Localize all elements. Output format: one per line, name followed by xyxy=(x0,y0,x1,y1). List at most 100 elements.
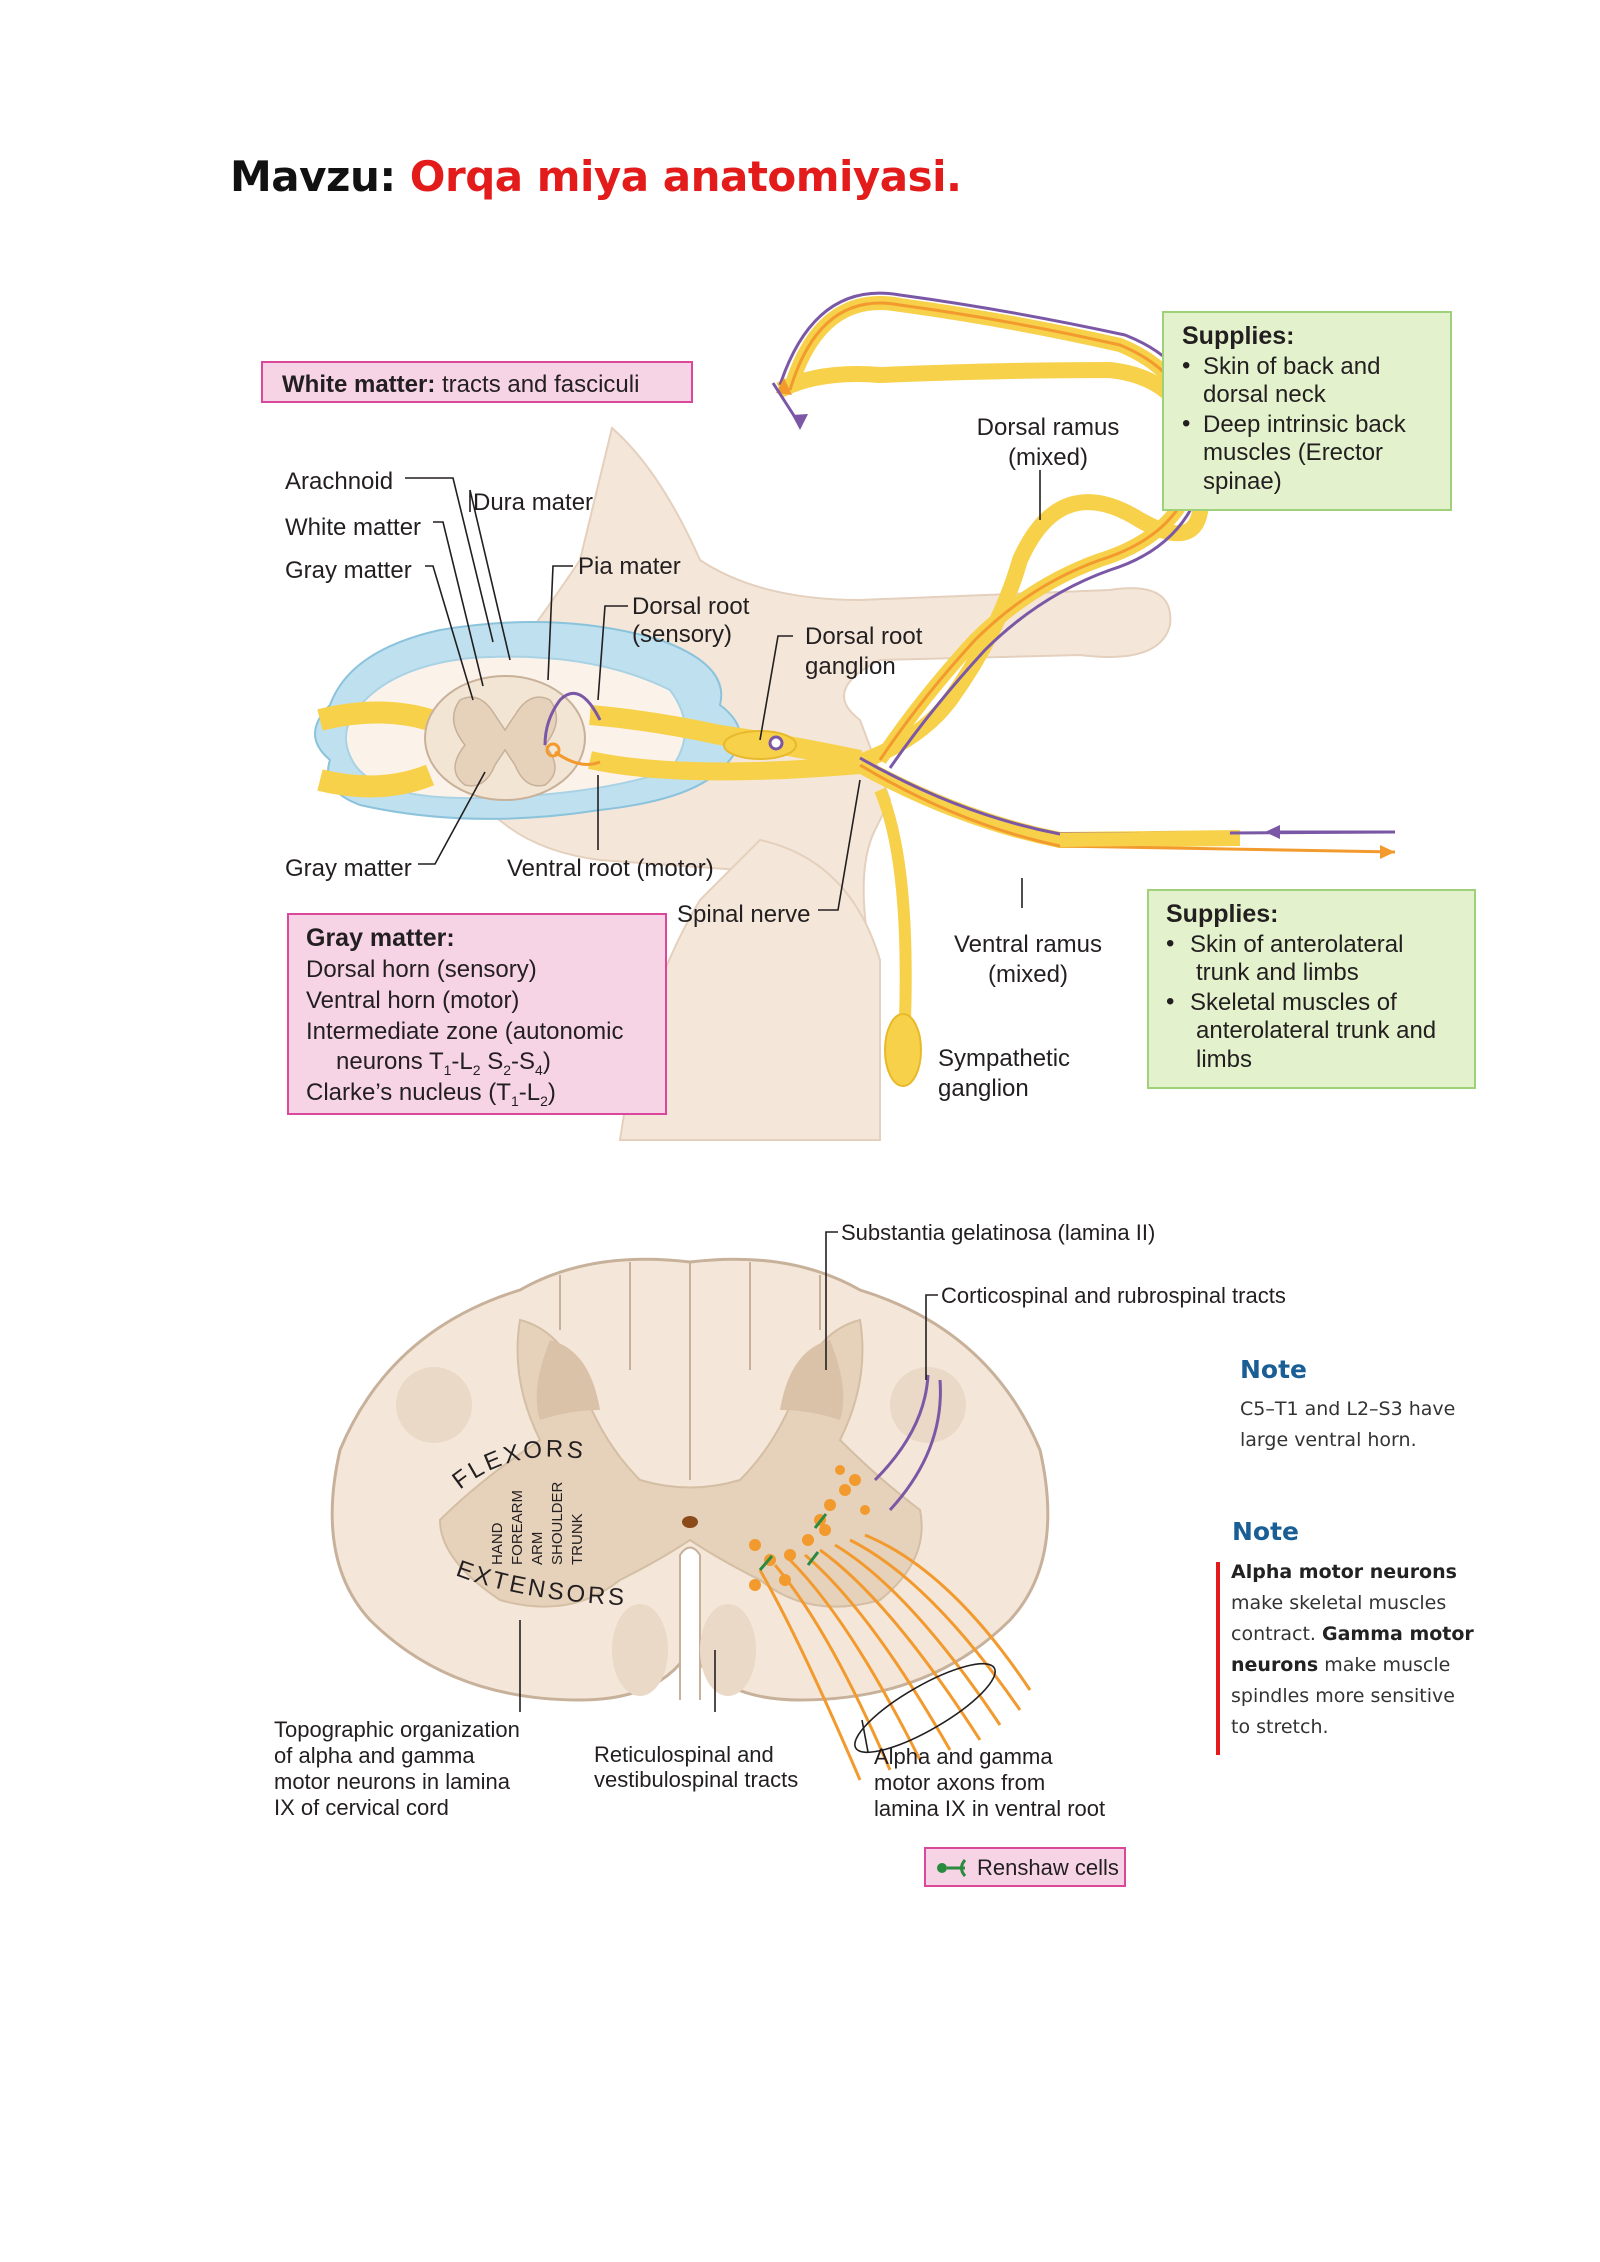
gm-l4-mid: -L xyxy=(451,1048,472,1075)
gm-l5-s2: 2 xyxy=(540,1093,548,1109)
note2-line-2: make skeletal muscles xyxy=(1231,1592,1446,1614)
note2-line-3: contract. Gamma motor xyxy=(1231,1623,1474,1645)
leader-drg xyxy=(759,635,793,741)
figure-lamina-ix: FLEXORS EXTENSORS HAND FOREARM ARM SHOUL… xyxy=(274,1220,1474,1887)
vertebra-shape xyxy=(458,426,1172,1141)
label-topographic-2: of alpha and gamma xyxy=(274,1743,475,1768)
axon-bundle-ellipse xyxy=(854,1662,996,1754)
label-reticulospinal-1: Reticulospinal and xyxy=(594,1742,774,1767)
figure-spinal-cord-cross-section: White matter: tracts and fasciculi Arach… xyxy=(261,291,1476,1141)
leader-gray-matter-bottom xyxy=(418,771,486,865)
white-matter-box-bold: White matter: xyxy=(282,371,435,398)
supplies-bottom-bullet-2: • xyxy=(1166,988,1174,1015)
label-dorsal-ramus-1: Dorsal ramus xyxy=(977,414,1120,441)
label-topographic-4: IX of cervical cord xyxy=(274,1795,449,1820)
gm-l5-mid: -L xyxy=(519,1079,540,1106)
label-white-matter: White matter xyxy=(285,514,421,541)
label-sympathetic-1: Sympathetic xyxy=(938,1045,1070,1072)
gray-matter-box-line-4: neurons T1-L2 S2-S4) xyxy=(336,1048,551,1078)
label-substantia: Substantia gelatinosa (lamina II) xyxy=(841,1220,1155,1245)
topo-shoulder: SHOULDER xyxy=(549,1481,566,1565)
gray-ramus xyxy=(874,787,912,1021)
gray-matter-box-line-1: Dorsal horn (sensory) xyxy=(306,956,537,983)
gm-l4-mid3: -S xyxy=(511,1048,535,1075)
label-dorsal-ramus-2: (mixed) xyxy=(1008,444,1088,471)
label-pia-mater: Pia mater xyxy=(578,553,681,580)
ganglion-cell xyxy=(768,735,784,751)
leader-arachnoid xyxy=(405,477,494,643)
arrow-purple-down-line xyxy=(771,382,802,426)
supplies-top-bullet-1: • xyxy=(1182,352,1190,379)
label-ventral-root: Ventral root (motor) xyxy=(507,855,714,882)
note1-line-1: C5–T1 and L2–S3 have xyxy=(1240,1398,1455,1420)
white-matter-box-text: White matter: tracts and fasciculi xyxy=(282,371,639,398)
leader-white-matter xyxy=(433,521,484,687)
label-dura-mater: Dura mater xyxy=(473,489,593,516)
dorsal-root xyxy=(589,705,863,770)
topo-arm: ARM xyxy=(529,1532,546,1565)
label-reticulospinal-2: vestibulospinal tracts xyxy=(594,1767,798,1792)
renshaw-legend-icon xyxy=(947,1859,967,1877)
label-topographic-1: Topographic organization xyxy=(274,1717,520,1742)
motor-path xyxy=(554,750,601,766)
gm-l4-s4: 4 xyxy=(535,1062,543,1078)
gray-matter-box-line-3: Intermediate zone (autonomic xyxy=(306,1018,624,1045)
ventral-root xyxy=(588,751,861,781)
corticospinal-fibers xyxy=(873,1374,942,1512)
lateral-tract-left xyxy=(396,1367,472,1443)
left-spinal-nerve-2 xyxy=(317,764,435,798)
leader-substantia xyxy=(825,1231,838,1370)
ventral-fissure xyxy=(679,1546,701,1700)
leader-alpha-gamma xyxy=(861,1719,869,1753)
ventral-ramus xyxy=(856,757,1241,849)
dorsal-column-lines xyxy=(559,1262,821,1480)
gm-l5-post: ) xyxy=(548,1079,556,1106)
label-drg-2: ganglion xyxy=(805,653,896,680)
gm-l4-mid2: S xyxy=(481,1048,504,1075)
arrow-orange-up xyxy=(776,378,792,395)
ventral-tract-left xyxy=(612,1604,668,1696)
label-ventral-ramus-2: (mixed) xyxy=(988,961,1068,988)
gm-l4-s3: 2 xyxy=(503,1062,511,1078)
sympathetic-ganglion xyxy=(884,1013,922,1087)
leader-corticospinal xyxy=(925,1294,938,1380)
white-matter-box-rest: tracts and fasciculi xyxy=(442,371,639,398)
leader-spinal-nerve xyxy=(818,779,861,911)
label-sympathetic-2: ganglion xyxy=(938,1075,1029,1102)
renshaw-cells xyxy=(758,1513,828,1571)
label-arachnoid: Arachnoid xyxy=(285,468,393,495)
leader-dura xyxy=(469,489,511,661)
note1-title: Note xyxy=(1240,1355,1307,1384)
topo-forearm: FOREARM xyxy=(509,1490,526,1565)
supplies-bottom-line-3: Skeletal muscles of xyxy=(1190,989,1397,1016)
label-gray-matter-top: Gray matter xyxy=(285,557,412,584)
note2-line-5: spindles more sensitive xyxy=(1231,1685,1455,1707)
sensory-path xyxy=(543,691,602,746)
supplies-bottom-line-2: trunk and limbs xyxy=(1196,959,1359,986)
supplies-bottom-line-1: Skin of anterolateral xyxy=(1190,931,1403,958)
note1-line-2: large ventral horn. xyxy=(1240,1429,1417,1451)
supplies-top-line-3: Deep intrinsic back xyxy=(1203,411,1407,438)
ventral-tract-right xyxy=(700,1604,756,1696)
note2-line-6: to stretch. xyxy=(1231,1716,1329,1738)
supplies-bottom-title: Supplies: xyxy=(1166,900,1279,928)
gm-l4-s2: 2 xyxy=(473,1062,481,1078)
gray-matter-butterfly xyxy=(452,696,558,787)
white-matter-box xyxy=(261,361,693,403)
gray-matter-box-line-5: Clarke’s nucleus (T1-L2) xyxy=(306,1079,556,1109)
gm-l4-post: ) xyxy=(543,1048,551,1075)
supplies-bottom-box xyxy=(1147,889,1476,1089)
arrow-orange-right xyxy=(1380,845,1395,859)
label-alpha-gamma-3: lamina IX in ventral root xyxy=(874,1796,1105,1821)
supplies-top-line-2: dorsal neck xyxy=(1203,381,1327,408)
supplies-bottom-line-5: limbs xyxy=(1196,1046,1252,1073)
label-dorsal-root-1: Dorsal root xyxy=(632,593,750,620)
supplies-top-box xyxy=(1162,311,1452,511)
label-topographic-3: motor neurons in lamina xyxy=(274,1769,511,1794)
ventral-ramus-trunk xyxy=(1059,831,1231,847)
substantia-gelatinosa-right xyxy=(780,1340,844,1420)
gray-matter-box-line-2: Ventral horn (motor) xyxy=(306,987,519,1014)
note2-line-4: neurons make muscle xyxy=(1231,1654,1450,1676)
vertebral-body xyxy=(618,838,881,1141)
